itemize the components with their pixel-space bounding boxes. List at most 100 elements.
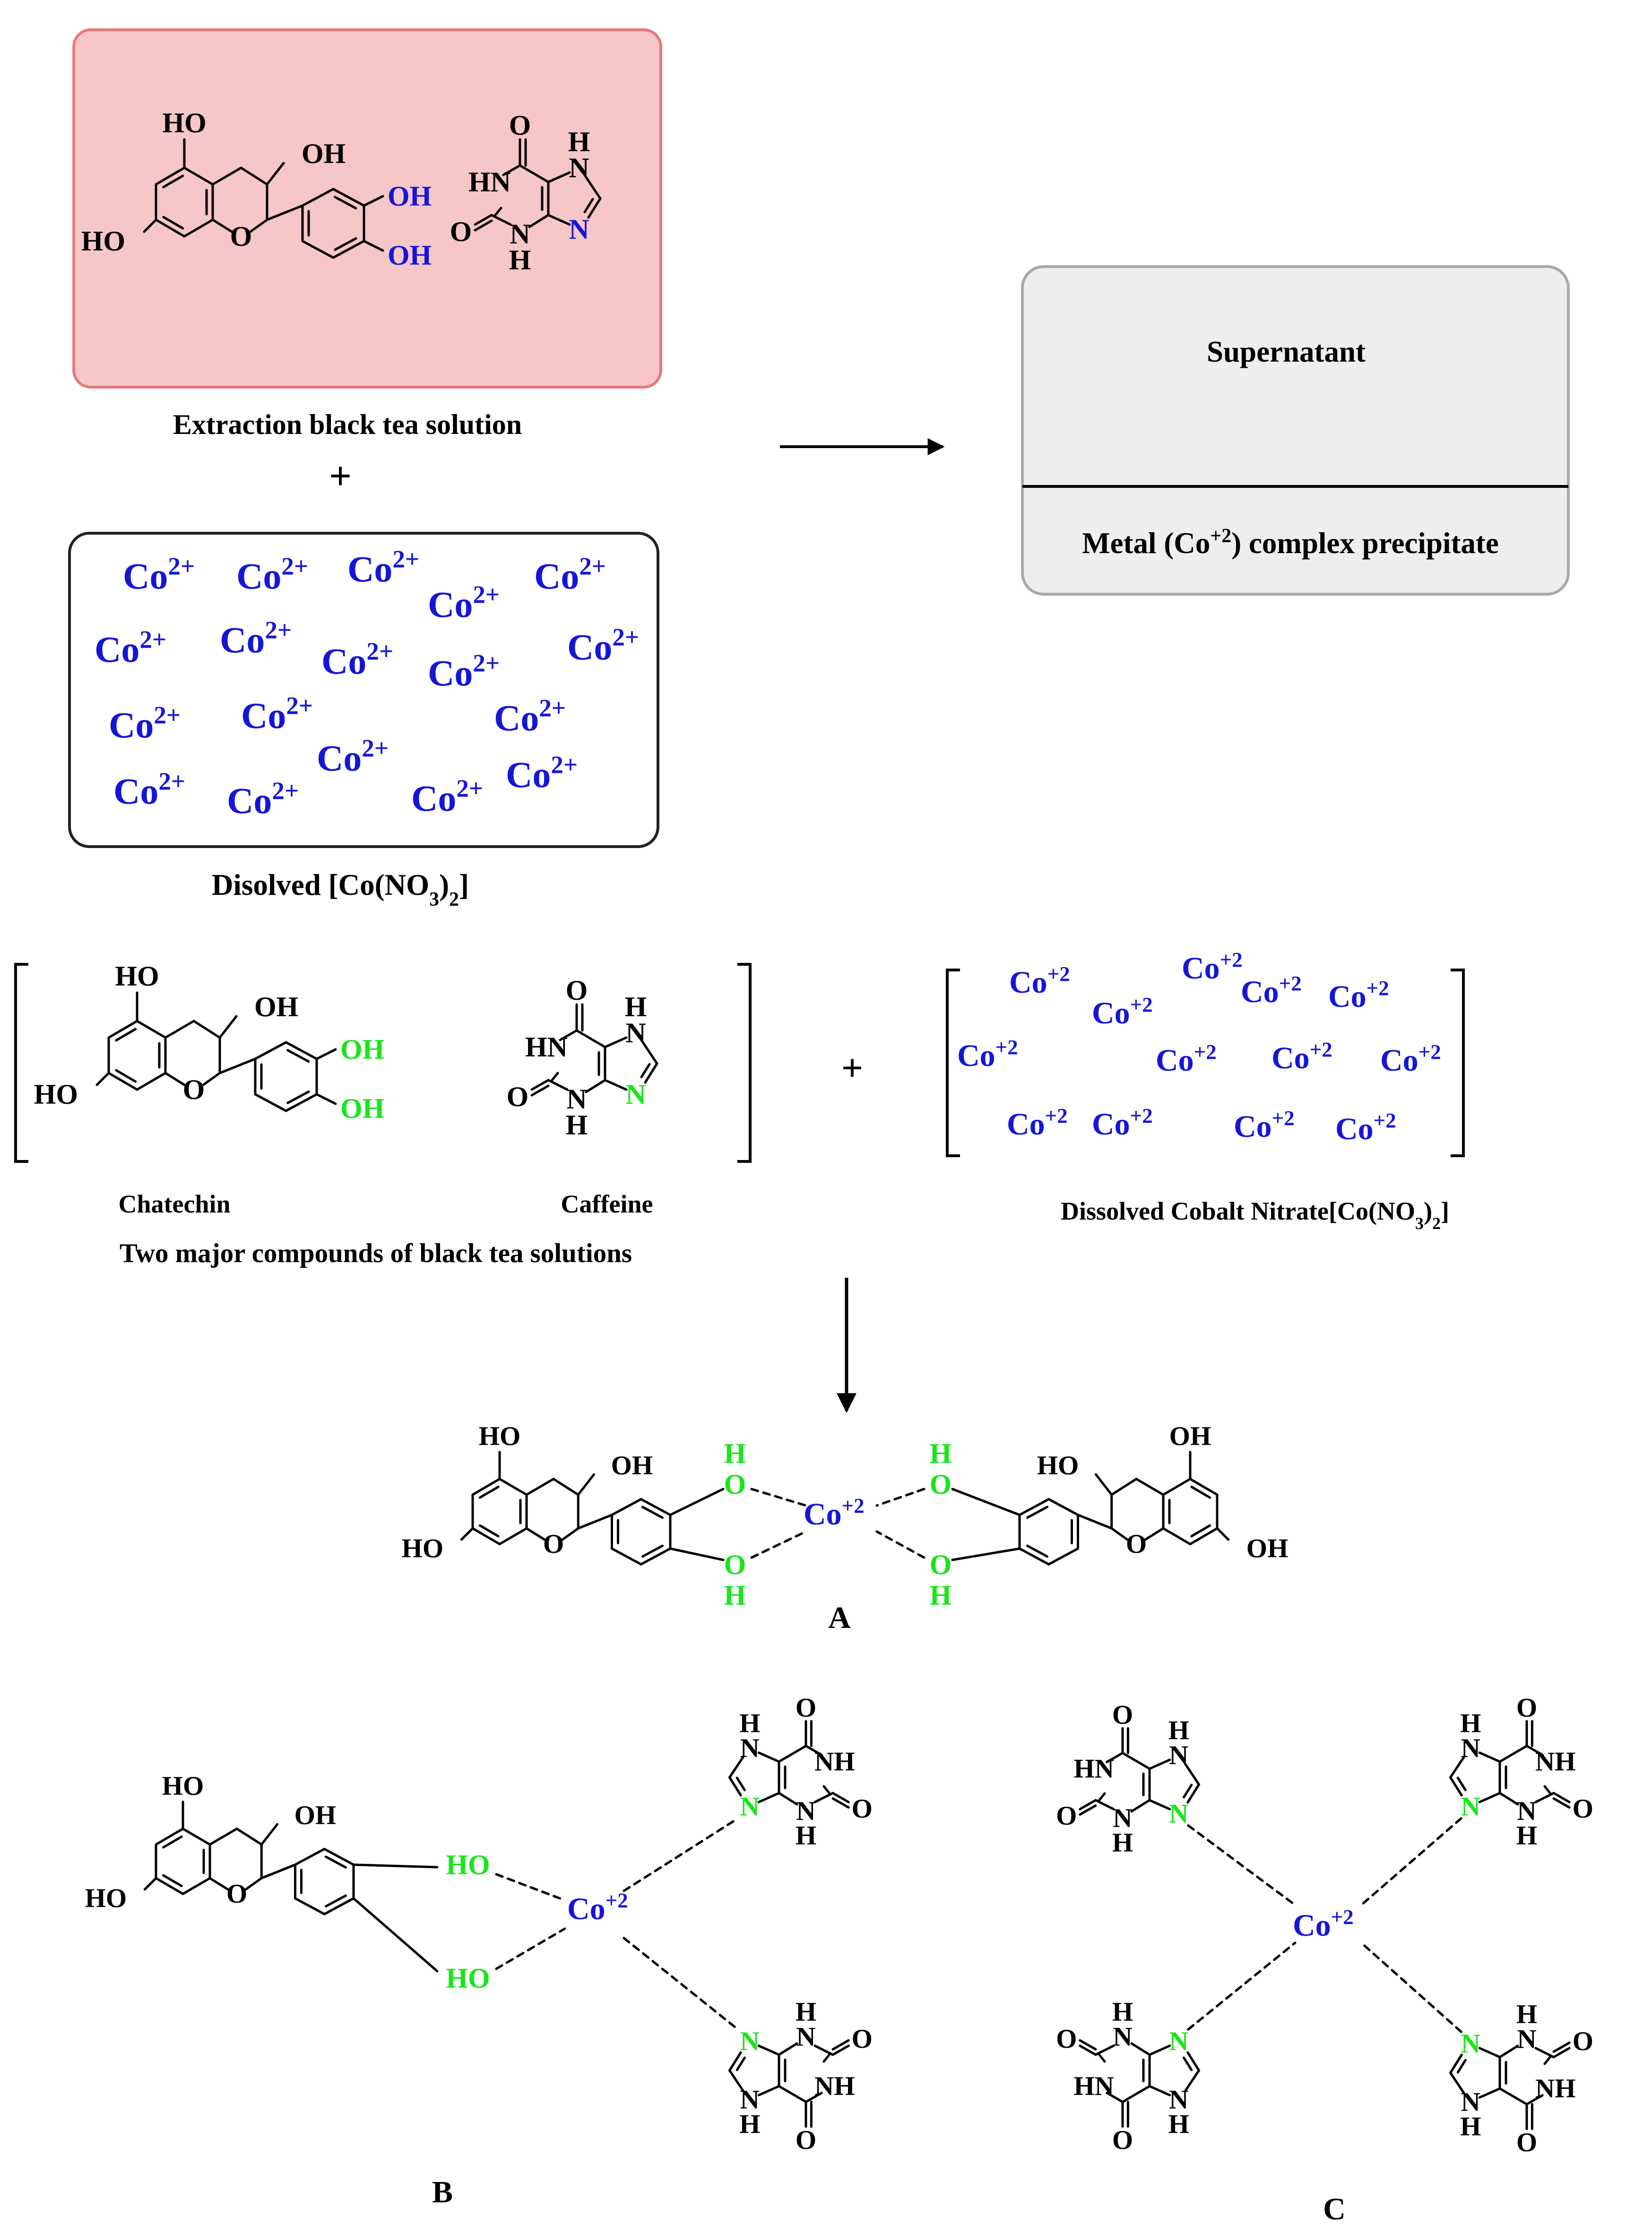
bond: [1162, 1478, 1192, 1496]
bond: [115, 1069, 137, 1083]
bond: [155, 1877, 184, 1895]
cobalt-ion: Co+2: [1328, 976, 1389, 1014]
atom-label: H: [930, 1580, 952, 1611]
caffeine-label: Caffeine: [561, 1190, 653, 1218]
bond: [155, 1827, 184, 1846]
atom-label: H: [1460, 1709, 1481, 1739]
cobalt-ion: Co+2: [1092, 1104, 1153, 1142]
atom-label: H: [930, 1438, 952, 1469]
coordinating-nitrogen: N: [1461, 1792, 1480, 1821]
bond: [778, 1745, 807, 1763]
coordinating-oxygen: O: [724, 1549, 746, 1580]
bond: [494, 207, 502, 216]
bond: [757, 1751, 780, 1763]
cobalt-ion: Co+2: [1380, 1040, 1441, 1078]
bond: [583, 198, 594, 214]
coordinating-oh: HO: [446, 1963, 490, 1994]
bond: [1079, 2039, 1097, 2051]
bond: [1449, 2053, 1463, 2074]
bond: [519, 164, 550, 183]
bond: [530, 1084, 550, 1097]
bond: [528, 214, 550, 228]
bond: [1190, 1486, 1211, 1499]
bond: [1456, 1776, 1467, 1792]
atom-label: N: [1113, 2022, 1132, 2052]
bond: [951, 1488, 1021, 1516]
cobalt-ion: Co+2: [1241, 971, 1302, 1009]
bond: [1498, 2044, 1519, 2059]
bond: [577, 1514, 613, 1530]
atom-label: O: [1112, 1700, 1133, 1730]
cobalt-ion: Co2+: [95, 626, 166, 670]
coordination-bond: [623, 1817, 739, 1892]
bond: [1543, 1785, 1551, 1794]
left-bracket-close: [737, 963, 752, 1163]
atom-label: O: [507, 1081, 529, 1112]
bond: [1449, 1776, 1463, 1797]
atom-label: HO: [115, 961, 159, 992]
bond: [1148, 2044, 1171, 2056]
right-bracket-close: [1451, 969, 1465, 1157]
atom-label: H: [724, 1580, 746, 1611]
bond: [162, 174, 184, 189]
bond: [728, 2069, 744, 2092]
bond: [1498, 2087, 1528, 2105]
bond: [471, 1527, 501, 1545]
cobalt-ion: Co2+: [113, 768, 185, 812]
bond: [757, 2085, 780, 2096]
atom-label: HO: [162, 107, 206, 139]
complex-b-cobalt: Co+2: [567, 1888, 628, 1926]
atom-label: H: [1516, 2000, 1537, 2029]
coordinating-nitrogen: N: [1169, 1799, 1188, 1828]
catechol-oh: OH: [340, 1034, 384, 1065]
bond: [525, 1478, 555, 1496]
bond: [301, 240, 335, 259]
bond: [1552, 1797, 1571, 1809]
bond: [155, 218, 186, 238]
atom-label: H: [1460, 2112, 1481, 2142]
cobalt-ion: Co2+: [109, 701, 181, 745]
atom-label: OH: [611, 1451, 653, 1481]
bond: [585, 176, 602, 200]
bond: [474, 219, 493, 232]
bond: [294, 1897, 326, 1915]
bond: [804, 1745, 823, 1756]
bond: [1106, 2092, 1124, 2103]
atom-label: N: [1169, 1740, 1188, 1770]
bond: [1552, 2041, 1571, 2053]
bond: [640, 1063, 651, 1079]
atom-label: HO: [402, 1534, 444, 1564]
atom-label: N: [566, 1083, 587, 1115]
bond: [323, 1848, 355, 1866]
bond: [735, 1776, 746, 1792]
supernatant-label: Supernatant: [1207, 335, 1366, 368]
cobalt-ion: Co2+: [317, 735, 389, 779]
bond: [107, 1072, 138, 1091]
atom-label: N: [1461, 1733, 1480, 1763]
catechin-label: Chatechin: [118, 1190, 230, 1218]
atom-label: H: [724, 1438, 746, 1469]
bond: [254, 1041, 287, 1060]
bond: [471, 1478, 501, 1496]
coordinating-oh: HO: [446, 1849, 490, 1880]
coordinating-nitrogen: N: [740, 1792, 760, 1821]
coordination-bond: [495, 1927, 566, 1970]
atom-label: O: [852, 1794, 873, 1824]
atom-label: N: [796, 1796, 815, 1826]
bond: [1047, 1547, 1079, 1566]
cobalt-ion: Co2+: [428, 581, 500, 625]
cobalt-ion: Co+2: [1271, 1038, 1332, 1075]
bond: [1026, 1506, 1049, 1519]
bond: [285, 1093, 318, 1112]
atom-label: O: [1126, 1529, 1147, 1559]
bond: [1121, 1752, 1151, 1770]
cobalt-ion: Co2+: [411, 775, 483, 819]
dissolved-label: Disolved [Co(NO3)2]: [212, 868, 469, 910]
bond: [294, 1848, 326, 1866]
cobalt-ion: Co+2: [1182, 948, 1243, 986]
complex-b-label: B: [432, 2175, 453, 2209]
cobalt-ion: Co+2: [1092, 993, 1153, 1030]
bond: [778, 1792, 798, 1806]
catechol-oh: OH: [388, 240, 432, 271]
atom-label: HO: [162, 1771, 204, 1801]
